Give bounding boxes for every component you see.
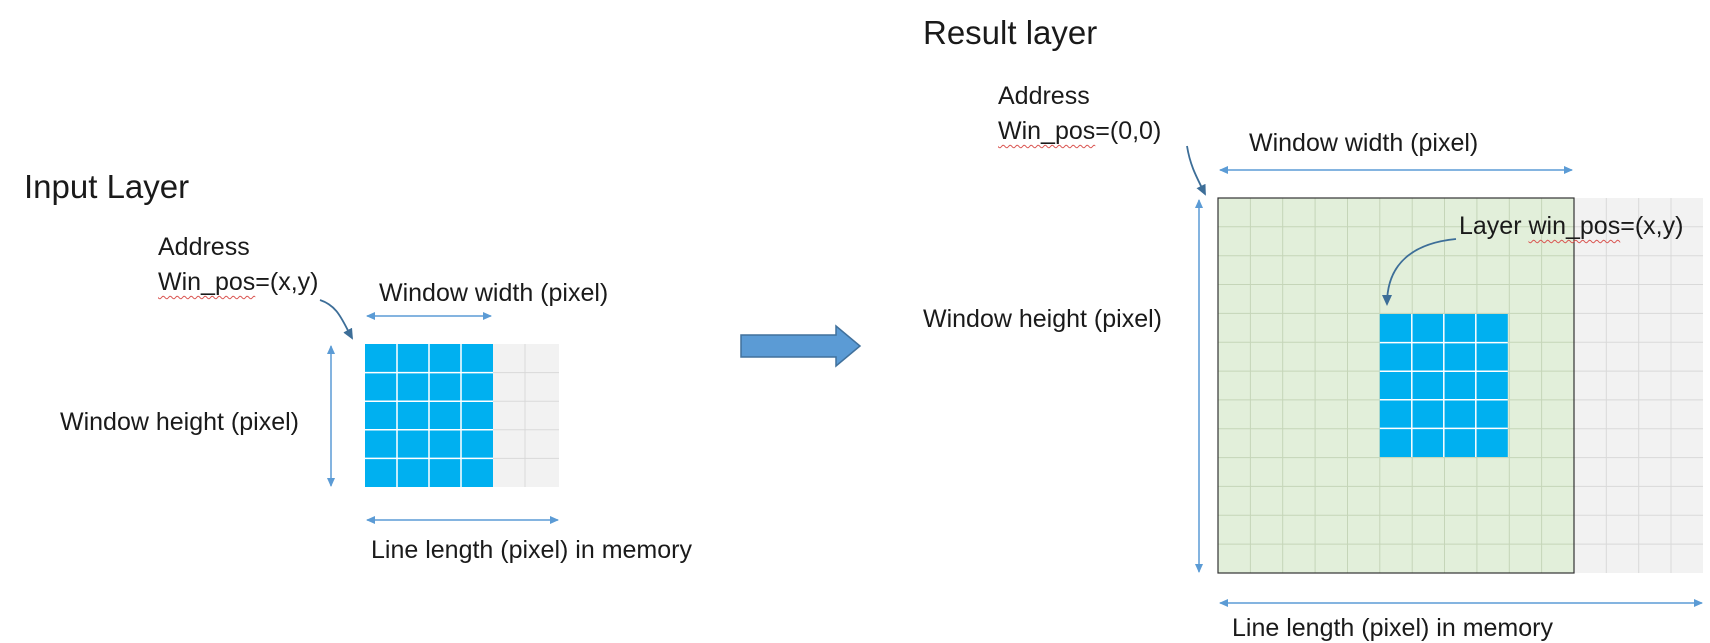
result-address-label: Address bbox=[998, 82, 1090, 110]
input-window-gridlines bbox=[365, 344, 493, 487]
result-memory-gridlines bbox=[1574, 198, 1703, 573]
input-memory-gridlines bbox=[493, 344, 559, 487]
input-window-width-label: Window width (pixel) bbox=[379, 279, 609, 307]
input-window-height-label: Window height (pixel) bbox=[60, 408, 299, 436]
result-win-pos-value: =(0,0) bbox=[1095, 117, 1162, 145]
result-win-pos-key: Win_pos bbox=[998, 117, 1096, 145]
input-address-pointer bbox=[319, 299, 353, 340]
layer-pos-pointer bbox=[1382, 238, 1457, 306]
result-memory-grid bbox=[1217, 197, 1703, 574]
input-win-pos-key: Win_pos bbox=[158, 268, 256, 296]
result-window-border bbox=[1217, 197, 1575, 574]
result-window-width-label: Window width (pixel) bbox=[1249, 129, 1479, 157]
placed-layer-gridlines bbox=[1379, 314, 1508, 457]
result-layer-title: Result layer bbox=[923, 14, 1098, 51]
input-memory-grid bbox=[365, 344, 559, 487]
layer-pos-prefix: Layer bbox=[1459, 212, 1529, 240]
layer-pos-key: win_pos bbox=[1528, 212, 1621, 240]
input-win-pos-value: =(x,y) bbox=[255, 268, 319, 296]
input-win-pos-label: Win_pos=(x,y) bbox=[158, 267, 318, 297]
input-address-label: Address bbox=[158, 233, 250, 261]
result-address-pointer bbox=[1186, 145, 1206, 196]
result-line-length-label: Line length (pixel) in memory bbox=[1232, 614, 1553, 642]
transition-arrow bbox=[740, 324, 862, 368]
input-layer-title: Input Layer bbox=[24, 168, 190, 205]
result-window-height-label: Window height (pixel) bbox=[923, 305, 1162, 333]
result-win-pos-label: Win_pos=(0,0) bbox=[998, 116, 1161, 146]
input-line-length-label: Line length (pixel) in memory bbox=[371, 536, 692, 564]
layer-pos-value: =(x,y) bbox=[1620, 212, 1684, 240]
layer-win-pos-label: Layer win_pos=(x,y) bbox=[1459, 211, 1683, 241]
